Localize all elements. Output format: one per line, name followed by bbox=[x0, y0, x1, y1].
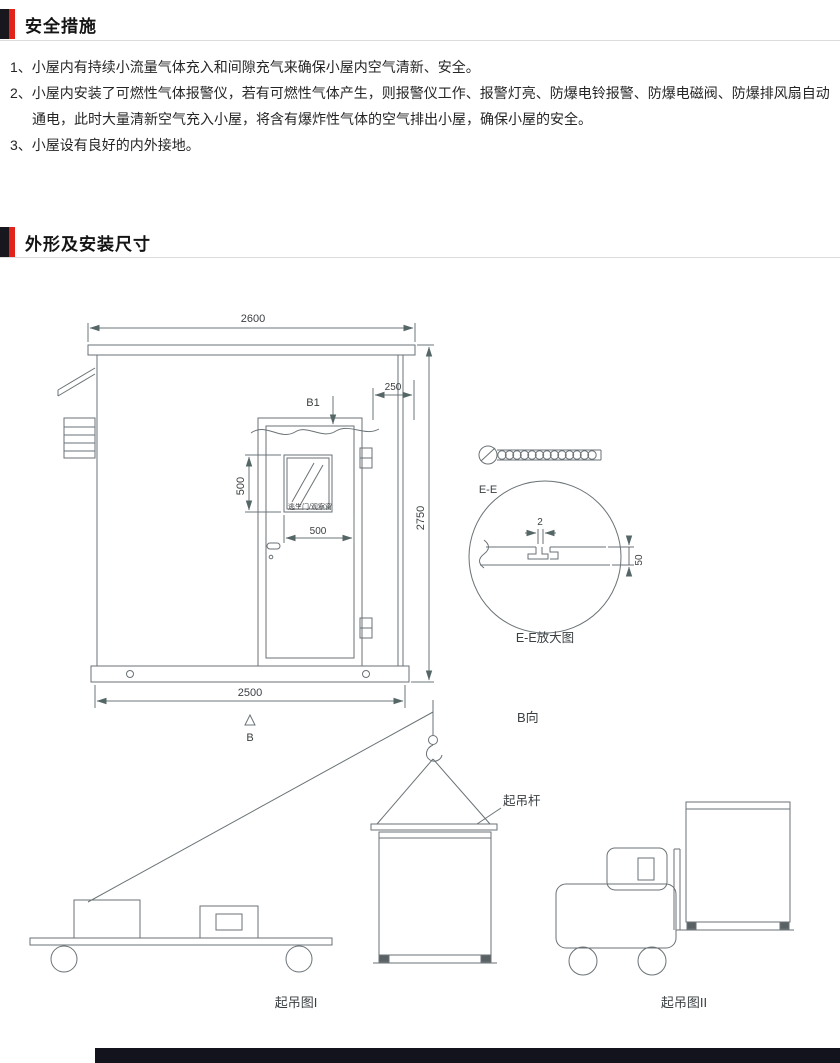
label-lifting-diagram-1: 起吊图I bbox=[275, 995, 318, 1010]
label-escape-door: 逃生门/观察窗 bbox=[288, 502, 332, 511]
detail-circle bbox=[468, 480, 622, 634]
technical-drawing: 2600 250 B1 2750 500 500 逃生门/观察窗 2500 B … bbox=[29, 313, 794, 1010]
lifting-diagram-1 bbox=[29, 700, 502, 973]
safety-text-block: 1、小屋内有持续小流量气体充入和间隙充气来确保小屋内空气清新、安全。 2、小屋内… bbox=[10, 54, 832, 158]
header-divider bbox=[0, 40, 840, 41]
safety-item-2: 2、小屋内安装了可燃性气体报警仪，若有可燃性气体产生，则报警仪工作、报警灯亮、防… bbox=[10, 85, 830, 127]
door-handle bbox=[266, 542, 281, 550]
label-ee-detail: E-E放大图 bbox=[516, 630, 574, 645]
label-b-view: B向 bbox=[517, 710, 539, 725]
crane-cable bbox=[87, 711, 434, 903]
ee-detail-view bbox=[468, 480, 634, 634]
black-accent-bar bbox=[0, 227, 9, 257]
escape-door bbox=[257, 417, 373, 667]
dim-top-width: 2600 bbox=[241, 313, 265, 325]
forklifted-cabin bbox=[685, 801, 791, 923]
dim-window-height: 500 bbox=[235, 477, 247, 495]
panel-seam bbox=[527, 547, 549, 560]
safety-item-3: 3、小屋设有良好的内外接地。 bbox=[10, 137, 200, 153]
label-ee: E-E bbox=[479, 484, 497, 496]
cabin-roof bbox=[87, 344, 416, 356]
section-title-safety: 安全措施 bbox=[25, 16, 97, 36]
lift-rod-leader bbox=[476, 807, 502, 825]
dimension-lines bbox=[87, 323, 434, 726]
ee-section-cut bbox=[478, 445, 602, 465]
header-divider bbox=[0, 257, 840, 258]
label-b1: B1 bbox=[306, 397, 319, 409]
black-accent-bar bbox=[0, 9, 9, 39]
section-header-safety: 安全措施 bbox=[0, 9, 97, 39]
red-accent-bar bbox=[9, 9, 15, 39]
dim-seam-height: 50 bbox=[634, 554, 645, 566]
drawing-labels: 2600 250 B1 2750 500 500 逃生门/观察窗 2500 B … bbox=[235, 313, 707, 1010]
side-vent bbox=[63, 417, 96, 459]
lifting-bar bbox=[370, 823, 498, 831]
section-header-outline: 外形及安装尺寸 bbox=[0, 227, 151, 257]
cabin-body bbox=[96, 354, 404, 667]
crane-hook bbox=[428, 735, 438, 745]
dim-height: 2750 bbox=[415, 506, 427, 530]
dim-right-offset: 250 bbox=[385, 382, 402, 393]
flatbed-truck bbox=[29, 899, 333, 973]
label-lift-rod: 起吊杆 bbox=[503, 794, 541, 808]
b-view-marker bbox=[244, 713, 256, 726]
red-accent-bar bbox=[9, 227, 15, 257]
dim-window-width: 500 bbox=[310, 526, 327, 537]
cabin-front-view bbox=[57, 344, 416, 683]
safety-item-1: 1、小屋内有持续小流量气体充入和间隙充气来确保小屋内空气清新、安全。 bbox=[10, 59, 480, 75]
observation-window bbox=[283, 454, 333, 513]
break-line bbox=[250, 427, 380, 435]
dim-base-width: 2500 bbox=[238, 687, 262, 699]
label-lifting-diagram-2: 起吊图II bbox=[661, 995, 707, 1010]
label-b: B bbox=[246, 732, 253, 744]
lifted-cabin bbox=[378, 831, 492, 956]
forklift-body bbox=[555, 883, 677, 949]
section-title-outline: 外形及安装尺寸 bbox=[25, 234, 151, 254]
dim-gap: 2 bbox=[537, 517, 543, 528]
base-skid bbox=[90, 665, 410, 683]
lifting-diagram-2 bbox=[555, 801, 794, 976]
forklift-cab bbox=[606, 847, 668, 891]
footer-bar bbox=[95, 1048, 840, 1063]
